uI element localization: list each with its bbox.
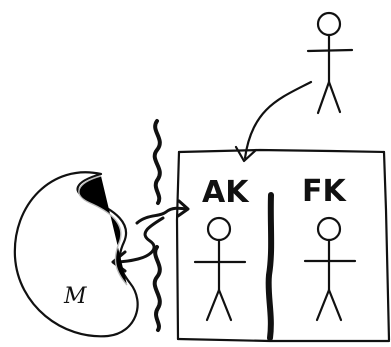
left-figure-head (208, 218, 230, 240)
arrow-shaft (245, 82, 311, 158)
wavy-barrier-top (155, 121, 160, 203)
moon-label: M (63, 284, 87, 309)
top-figure-legs (318, 82, 340, 113)
box-left-edge (177, 152, 179, 339)
right-figure-head (318, 218, 340, 240)
right-compartment-label: FK (302, 174, 347, 209)
left-compartment-label: AK (202, 175, 250, 210)
top-figure-head (318, 13, 340, 35)
compartment-divider (269, 195, 272, 338)
box-bottom-edge (178, 339, 389, 341)
top-figure-arms (308, 50, 352, 51)
wavy-barrier-bottom (155, 247, 160, 330)
left-figure-legs (207, 290, 231, 320)
crescent-shape (15, 172, 138, 336)
crescent-inner-arc (79, 176, 127, 285)
top-stick-figure (308, 13, 352, 113)
right-stick-figure (305, 218, 355, 320)
box-top-edge (179, 150, 384, 152)
left-stick-figure (195, 218, 245, 320)
box-right-edge (384, 152, 389, 340)
right-figure-legs (317, 290, 341, 320)
